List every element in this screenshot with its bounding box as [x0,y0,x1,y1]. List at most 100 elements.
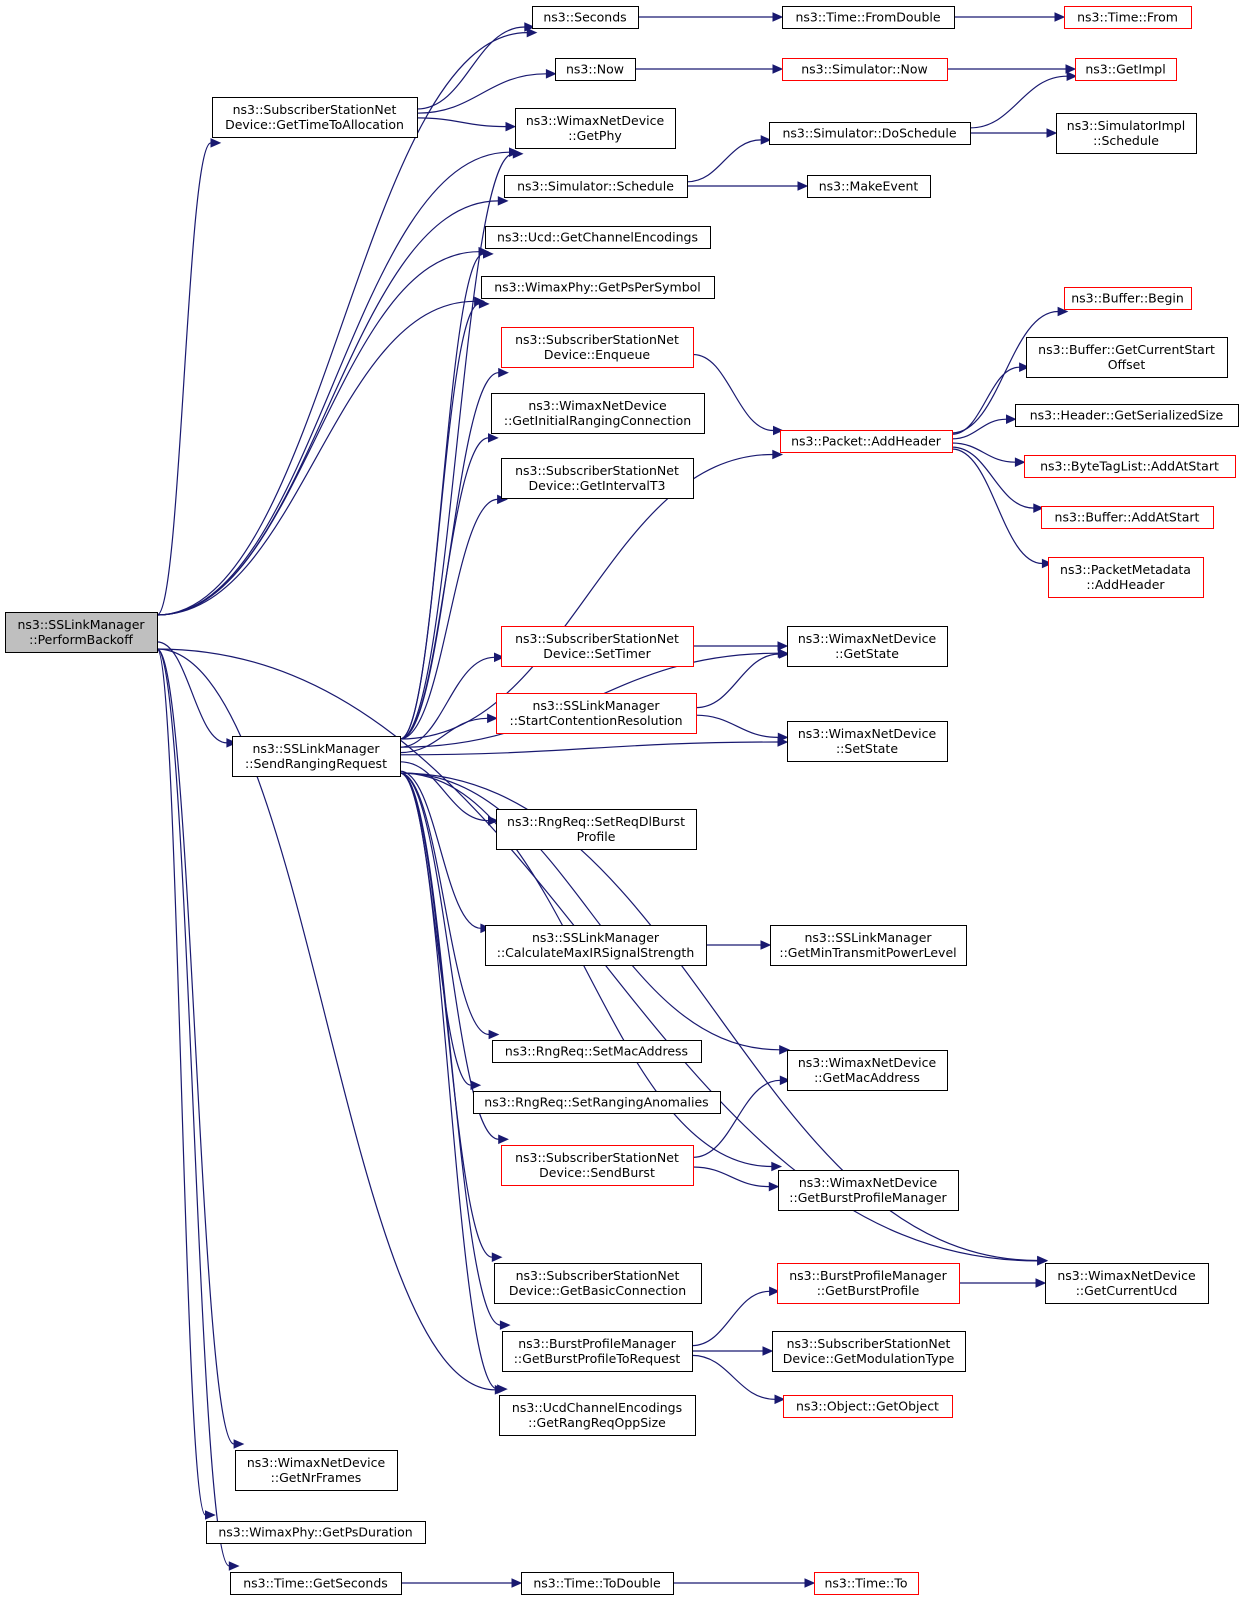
node-box [1064,6,1192,29]
edge-perform_backoff-to-seconds [156,27,538,616]
edge-sendrangingrequest-to-bpm_toreq [399,772,511,1330]
node-box [777,1263,960,1304]
node-sendburst[interactable]: ns3::SubscriberStationNetDevice::SendBur… [501,1145,694,1186]
node-label: ns3::Simulator::DoSchedule [782,126,956,141]
node-label: ns3::WimaxNetDevice [1057,1268,1196,1283]
node-getnrframes[interactable]: ns3::WimaxNetDevice::GetNrFrames [235,1450,398,1491]
node-setranginganomalies[interactable]: ns3::RngReq::SetRangingAnomalies [473,1091,721,1114]
node-doschedule[interactable]: ns3::Simulator::DoSchedule [769,122,971,145]
node-time_to[interactable]: ns3::Time::To [814,1572,919,1595]
node-sendrangingrequest[interactable]: ns3::SSLinkManager::SendRangingRequest [232,736,401,777]
node-packet_addheader[interactable]: ns3::Packet::AddHeader [780,430,953,453]
node-label: ns3::PacketMetadata [1060,562,1191,577]
node-label: ns3::Buffer::AddAtStart [1055,510,1200,525]
node-time_fromdouble[interactable]: ns3::Time::FromDouble [782,6,955,29]
node-box [212,97,418,138]
node-simimpl_schedule[interactable]: ns3::SimulatorImpl::Schedule [1056,113,1197,154]
node-startcontention[interactable]: ns3::SSLinkManager::StartContentionResol… [496,693,697,734]
node-label: ns3::SubscriberStationNet [515,631,679,646]
node-label: ::GetPhy [568,128,622,143]
node-getcurrentucd[interactable]: ns3::WimaxNetDevice::GetCurrentUcd [1045,1263,1209,1304]
node-box [502,1331,693,1372]
node-box [206,1521,426,1544]
node-setstate[interactable]: ns3::WimaxNetDevice::SetState [787,721,948,762]
node-time_todouble[interactable]: ns3::Time::ToDouble [521,1572,674,1595]
node-getmintxpower[interactable]: ns3::SSLinkManager::GetMinTransmitPowerL… [770,925,967,966]
node-box [1024,455,1236,478]
node-bpm_getburstprofile[interactable]: ns3::BurstProfileManager::GetBurstProfil… [777,1263,960,1304]
node-getphy[interactable]: ns3::WimaxNetDevice::GetPhy [515,108,676,149]
node-time_from[interactable]: ns3::Time::From [1064,6,1192,29]
node-calcmaxir[interactable]: ns3::SSLinkManager::CalculateMaxIRSignal… [485,925,707,966]
node-box [501,327,694,368]
node-box [780,430,953,453]
node-bytetaglist_addatstart[interactable]: ns3::ByteTagList::AddAtStart [1024,455,1236,478]
node-getmacaddress[interactable]: ns3::WimaxNetDevice::GetMacAddress [787,1050,948,1091]
node-label: ns3::SSLinkManager [804,930,932,945]
node-label: Device::GetModulationType [783,1351,955,1366]
node-buffer_addatstart[interactable]: ns3::Buffer::AddAtStart [1041,506,1214,529]
node-now[interactable]: ns3::Now [555,58,636,81]
node-getrangreqoppsize[interactable]: ns3::UcdChannelEncodings::GetRangReqOppS… [499,1395,696,1436]
node-box [814,1572,919,1595]
node-getstate[interactable]: ns3::WimaxNetDevice::GetState [787,626,948,667]
edge-calcmaxir-to-getmintxpower [705,940,772,950]
edge-perform_backoff-to-getpsduration [156,648,216,1520]
node-getmodulationtype[interactable]: ns3::SubscriberStationNetDevice::GetModu… [772,1331,966,1372]
edge-time_getseconds-to-time_todouble [401,1578,523,1588]
node-simulator_now[interactable]: ns3::Simulator::Now [782,58,948,81]
edge-gettimetoallocation-to-now [416,69,557,114]
edge-sendrangingrequest-to-getphy [399,149,524,740]
node-getpspersymbol[interactable]: ns3::WimaxPhy::GetPsPerSymbol [481,276,715,299]
node-label: ::GetCurrentUcd [1076,1283,1178,1298]
node-settimer[interactable]: ns3::SubscriberStationNetDevice::SetTime… [501,626,694,667]
node-box [782,6,955,29]
node-label: ns3::SSLinkManager [252,741,380,756]
node-label: ns3::Seconds [543,10,626,25]
node-box [235,1450,398,1491]
node-label: ns3::SimulatorImpl [1067,118,1185,133]
edge-packet_addheader-to-getserializedsize [951,414,1017,440]
edge-perform_backoff-to-getchannelencodings [156,246,490,616]
node-seconds[interactable]: ns3::Seconds [532,6,639,29]
node-setmacaddress[interactable]: ns3::RngReq::SetMacAddress [492,1040,702,1063]
node-box [499,1395,696,1436]
node-bpm_toreq[interactable]: ns3::BurstProfileManager::GetBurstProfil… [502,1331,693,1372]
node-getinitialranging[interactable]: ns3::WimaxNetDevice::GetInitialRangingCo… [491,393,705,434]
edge-now-to-simulator_now [635,64,784,74]
node-getburstprofilemanager[interactable]: ns3::WimaxNetDevice::GetBurstProfileMana… [778,1170,959,1211]
edge-simulator_schedule-to-makeevent [687,181,809,191]
node-box [783,1395,953,1418]
node-getobject[interactable]: ns3::Object::GetObject [783,1395,953,1418]
edge-seconds-to-time_fromdouble [638,12,784,22]
node-label: ns3::Time::From [1077,10,1178,25]
edge-sendrangingrequest-to-startcontention [399,713,498,754]
edge-sendrangingrequest-to-setranginganomalies [399,772,482,1090]
node-label: ns3::SSLinkManager [532,930,660,945]
node-perform_backoff[interactable]: ns3::SSLinkManager::PerformBackoff [5,612,158,653]
edge-enqueue-to-packet_addheader [692,353,784,436]
node-label: ::StartContentionResolution [509,713,682,728]
edge-startcontention-to-setstate [695,714,789,743]
node-getintervalt3[interactable]: ns3::SubscriberStationNetDevice::GetInte… [501,458,694,499]
node-getbasicconnection[interactable]: ns3::SubscriberStationNetDevice::GetBasi… [494,1263,702,1304]
edge-sendrangingrequest-to-getpspersymbol [399,299,490,740]
node-gettimetoallocation[interactable]: ns3::SubscriberStationNetDevice::GetTime… [212,97,418,138]
node-packetmetadata_addheader[interactable]: ns3::PacketMetadata::AddHeader [1048,557,1204,598]
node-getserializedsize[interactable]: ns3::Header::GetSerializedSize [1015,404,1239,427]
node-getchannelencodings[interactable]: ns3::Ucd::GetChannelEncodings [485,226,711,249]
node-label: ns3::SSLinkManager [532,698,660,713]
edge-sendrangingrequest-to-getchannelencodings [399,249,494,740]
node-time_getseconds[interactable]: ns3::Time::GetSeconds [230,1572,402,1595]
node-makeevent[interactable]: ns3::MakeEvent [807,175,931,198]
node-getimpl[interactable]: ns3::GetImpl [1075,58,1177,81]
node-label: ns3::RngReq::SetRangingAnomalies [484,1095,708,1110]
node-simulator_schedule[interactable]: ns3::Simulator::Schedule [504,175,688,198]
node-label: ns3::WimaxNetDevice [798,631,937,646]
node-box [1064,287,1192,310]
node-getpsduration[interactable]: ns3::WimaxPhy::GetPsDuration [206,1521,426,1544]
node-buffer_begin[interactable]: ns3::Buffer::Begin [1064,287,1192,310]
